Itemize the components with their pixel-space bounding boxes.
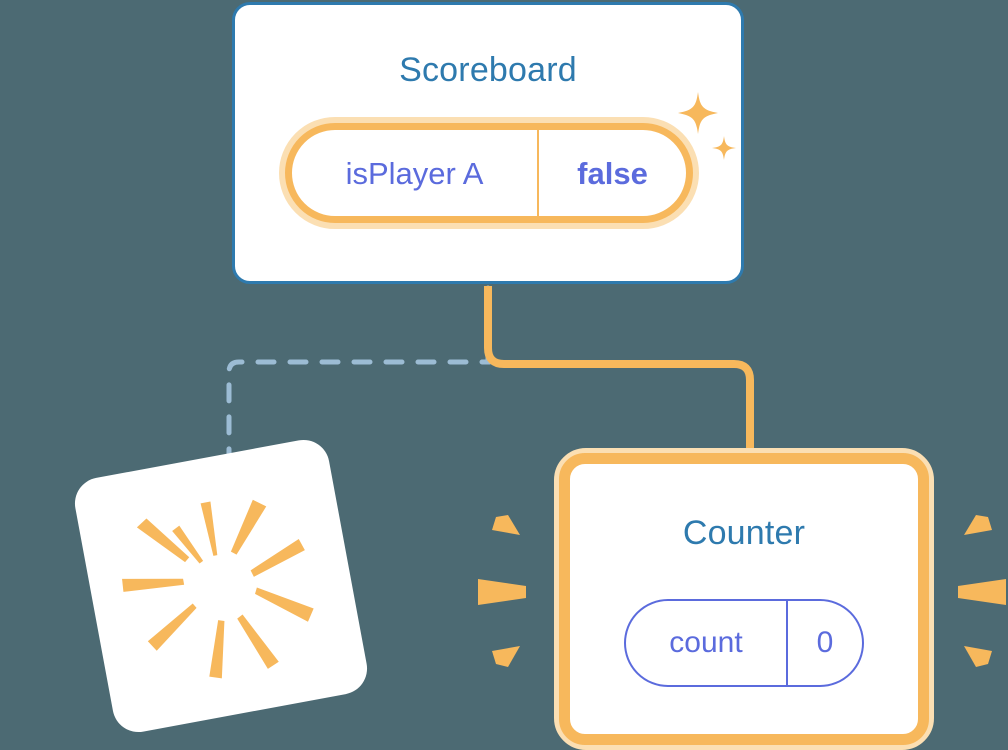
burst-ray xyxy=(255,587,314,622)
solid-connector-to-counter xyxy=(484,286,754,462)
burst-ray xyxy=(237,614,279,669)
burst-ray xyxy=(147,603,197,651)
burst-ray xyxy=(250,539,305,577)
burst-ray xyxy=(172,525,204,564)
scoreboard-card[interactable]: Scoreboard isPlayer A false xyxy=(232,2,744,284)
sparkle-large-icon xyxy=(678,92,718,134)
counter-state-value: 0 xyxy=(786,601,862,685)
counter-card[interactable]: Counter count 0 xyxy=(554,448,934,750)
burst-ray xyxy=(230,499,267,555)
scoreboard-pill-body[interactable]: isPlayer A false xyxy=(285,123,693,223)
burst-ray xyxy=(209,620,225,679)
counter-state-key: count xyxy=(669,626,743,659)
burst-ray xyxy=(478,579,526,605)
burst-icon xyxy=(122,499,314,679)
counter-burst-right xyxy=(958,515,1006,667)
burst-ray xyxy=(958,579,1006,605)
counter-title: Counter xyxy=(682,514,806,552)
burst-ray xyxy=(492,646,520,667)
scoreboard-title: Scoreboard xyxy=(399,51,577,89)
scoreboard-state-value: false xyxy=(537,130,686,216)
scoreboard-state-key: isPlayer A xyxy=(345,155,484,191)
dashed-connector-to-blank-card xyxy=(226,285,491,473)
counter-state-pill[interactable]: count 0 xyxy=(624,599,864,687)
burst-ray xyxy=(122,578,185,592)
burst-ray xyxy=(200,501,218,556)
sparkle-group xyxy=(678,92,736,160)
counter-card-body[interactable]: Counter count 0 xyxy=(559,453,929,745)
counter-burst-left xyxy=(478,515,526,667)
sparkle-small-icon xyxy=(712,136,736,160)
burst-ray xyxy=(964,515,992,535)
scoreboard-state-pill[interactable]: isPlayer A false xyxy=(279,117,699,229)
burst-ray xyxy=(964,646,992,667)
burst-ray xyxy=(136,518,190,563)
burst-ray xyxy=(492,515,520,535)
blank-rotated-card[interactable] xyxy=(70,435,372,737)
